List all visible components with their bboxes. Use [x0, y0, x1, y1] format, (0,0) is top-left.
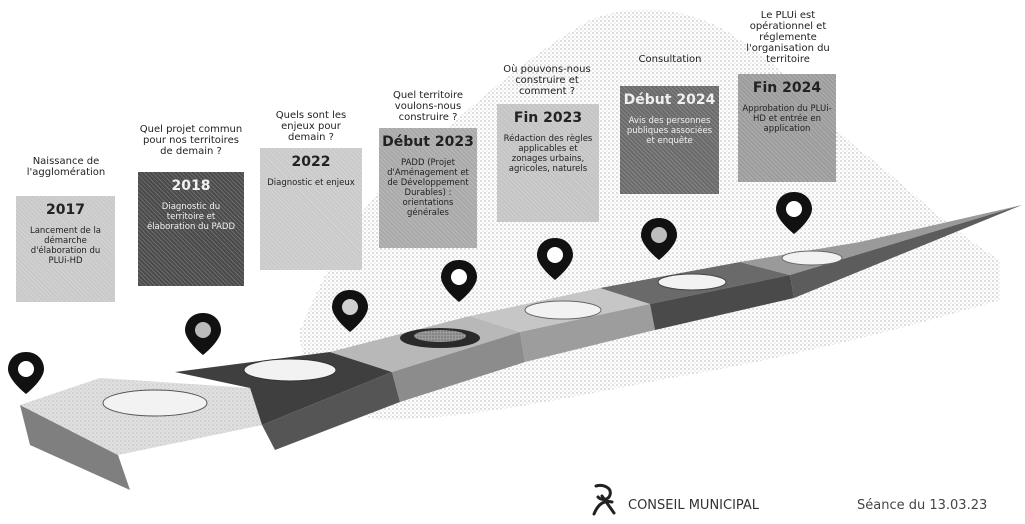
- milestone-question: Le PLUi est opérationnel et réglemente l…: [746, 10, 830, 65]
- milestone-year: 2022: [291, 154, 331, 170]
- milestone-card: 2018 Diagnostic du territoire et élabora…: [138, 172, 244, 286]
- location-pins: [8, 192, 812, 394]
- milestone-card: Fin 2023 Rédaction des règles applicable…: [497, 104, 599, 222]
- milestone-description: Diagnostic et enjeux: [267, 178, 355, 188]
- milestone-year: Début 2023: [382, 134, 474, 150]
- path-step-3-front: [392, 332, 525, 402]
- location-pin-icon: [8, 352, 44, 394]
- location-pin-icon: [332, 290, 368, 332]
- milestone-card: Début 2023 PADD (Projet d'Aménagement et…: [379, 128, 477, 248]
- milestone-question: Naissance de l'agglomération: [26, 156, 106, 178]
- milestone-description: Diagnostic du territoire et élaboration …: [146, 202, 236, 232]
- milestone-year: Fin 2024: [752, 80, 822, 96]
- milestone-year: Fin 2023: [513, 110, 583, 126]
- milestone-year: Début 2024: [623, 92, 716, 108]
- milestone-description: Lancement de la démarche d'élaboration d…: [29, 226, 102, 266]
- milestone-question: Consultation: [638, 54, 702, 65]
- council-label: CONSEIL MUNICIPAL: [628, 498, 760, 513]
- location-pin-icon: [641, 218, 677, 260]
- path-step-4-front: [520, 304, 655, 362]
- milestone-description: PADD (Projet d'Aménagement et de Dévelop…: [387, 158, 469, 218]
- milestone-description: Rédaction des règles applicables et zona…: [503, 134, 593, 174]
- milestone-description: Approbation du PLUi-HD et entrée en appl…: [742, 104, 832, 134]
- milestone-year: 2017: [46, 202, 85, 218]
- path-step-6-front: [790, 205, 1022, 298]
- location-pin-icon: [185, 313, 221, 355]
- location-pin-icon: [537, 238, 573, 280]
- session-date: Séance du 13.03.23: [857, 498, 988, 513]
- council-logo-icon: [592, 484, 616, 516]
- location-pin-icon: [441, 260, 477, 302]
- milestone-year: 2018: [171, 178, 211, 194]
- path-step-2-front: [262, 372, 400, 450]
- milestone-card: Fin 2024 Approbation du PLUi-HD et entré…: [738, 74, 836, 182]
- path-step-5-front: [650, 275, 794, 330]
- milestone-description: Avis des personnes publiques associées e…: [626, 116, 713, 146]
- milestone-question: Où pouvons-nous construire et comment ?: [503, 64, 591, 97]
- path-step-2: [175, 352, 392, 425]
- milestone-question: Quel projet commun pour nos territoires …: [139, 124, 243, 157]
- milestone-card: 2017 Lancement de la démarche d'élaborat…: [16, 196, 115, 302]
- milestone-question: Quel territoire voulons-nous construire …: [392, 90, 464, 123]
- milestone-card: 2022 Diagnostic et enjeux: [260, 148, 362, 270]
- location-pin-icon: [776, 192, 812, 234]
- path-side: [20, 405, 130, 490]
- milestone-question: Quels sont les enjeux pour demain ?: [275, 110, 347, 143]
- milestone-card: Début 2024 Avis des personnes publiques …: [620, 86, 719, 194]
- path-stops: [102, 250, 843, 417]
- footer: CONSEIL MUNICIPAL Séance du 13.03.23: [590, 484, 1020, 520]
